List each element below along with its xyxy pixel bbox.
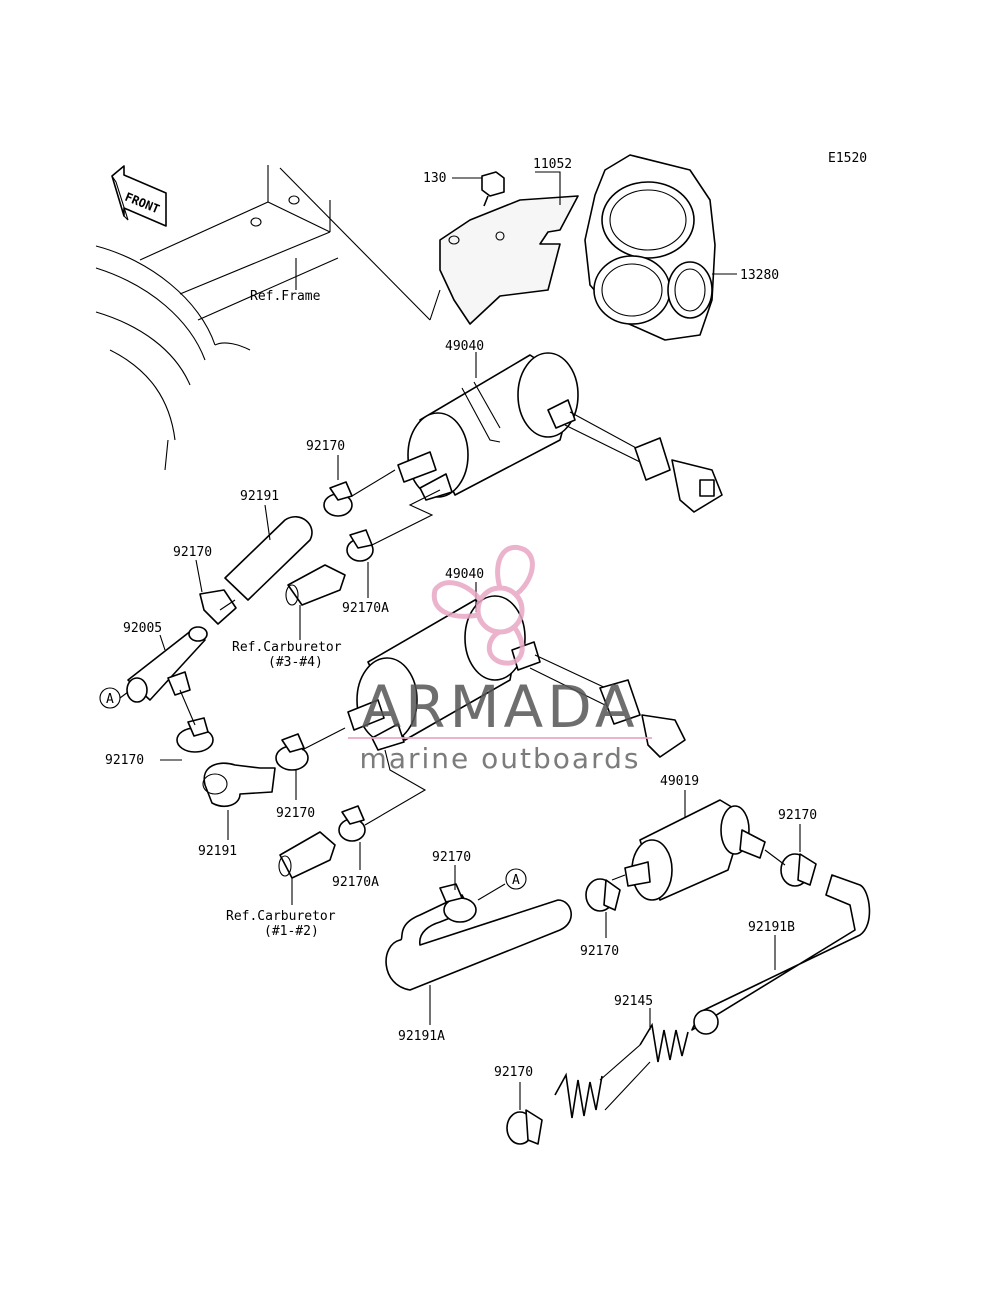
label-hose-lower: 92191 — [198, 844, 237, 859]
clamp-92170-1: 92170 — [306, 439, 353, 517]
carburetor-ref-34: Ref.Carburetor (#3-#4) — [232, 564, 346, 670]
label-hose-b: 92191B — [748, 920, 795, 935]
ref-carb-12-line2: (#1-#2) — [264, 924, 319, 939]
joint-92005: 92005 A — [99, 621, 208, 709]
label-bolt: 130 — [423, 171, 446, 186]
clamp-92170-7: 92170 — [778, 808, 817, 887]
clamp-92170-3: 92170 — [105, 717, 214, 768]
clamp-92170-4: 92170 — [275, 733, 315, 821]
clamp-92170-6: 92170 — [580, 878, 621, 959]
hose-92191B: 92191B — [691, 874, 871, 1035]
frame-ref: Ref.Frame — [95, 165, 441, 471]
bracket-11052: 11052 — [439, 157, 579, 325]
ref-carb-12-line1: Ref.Carburetor — [226, 909, 336, 924]
label-hose-a: 92191A — [398, 1029, 445, 1044]
label-clamp-a-2: 92170A — [332, 875, 379, 890]
connector-lines — [179, 469, 786, 881]
label-joint: 92005 — [123, 621, 162, 636]
callout-a-right: A — [512, 873, 520, 888]
watermark: ARMADA marine outboards — [348, 545, 652, 775]
label-holder: 13280 — [740, 268, 779, 283]
propeller-logo-icon — [431, 545, 535, 666]
label-bracket: 11052 — [533, 157, 572, 172]
hose-92191-upper: 92191 — [224, 489, 313, 601]
label-clamp-6: 92170 — [580, 944, 619, 959]
label-clamp-7: 92170 — [778, 808, 817, 823]
label-filter: 49019 — [660, 774, 699, 789]
hose-92191-lower: 92191 — [198, 762, 276, 859]
watermark-title: ARMADA — [361, 673, 638, 741]
clamp-92170-8: 92170 — [494, 1065, 543, 1145]
carburetor-ref-12: Ref.Carburetor (#1-#2) — [226, 831, 336, 939]
pump-holder-13280: 13280 — [584, 154, 779, 341]
clamp-92170A-2: 92170A — [332, 805, 379, 890]
label-clamp-a-1: 92170A — [342, 601, 389, 616]
callout-a-left: A — [106, 692, 114, 707]
ref-carb-34-line1: Ref.Carburetor — [232, 640, 342, 655]
label-pump-mid: 49040 — [445, 567, 484, 582]
label-clamp-2: 92170 — [173, 545, 212, 560]
label-hose-upper: 92191 — [240, 489, 279, 504]
clamp-92170-5: 92170 A — [432, 850, 527, 923]
fuel-pump-49040-top: 49040 — [397, 339, 723, 513]
diagram-code: E1520 — [828, 151, 867, 166]
hose-92191A: 92191A — [385, 894, 572, 1044]
spring-92145: 92145 — [554, 994, 689, 1119]
label-clamp-8: 92170 — [494, 1065, 533, 1080]
bolt-130: 130 — [423, 171, 505, 207]
label-clamp-5: 92170 — [432, 850, 471, 865]
label-pump-top: 49040 — [445, 339, 484, 354]
clamps: 92170 92170A 92170 92170 92170 — [105, 439, 817, 1145]
ref-carb-34-line2: (#3-#4) — [268, 655, 323, 670]
front-arrow-icon: FRONT — [111, 165, 167, 227]
watermark-subtitle: marine outboards — [360, 742, 641, 775]
fuel-filter-49019: 49019 — [624, 774, 766, 901]
clamp-92170-2: 92170 — [173, 545, 237, 625]
clamp-92170A-1: 92170A — [342, 529, 389, 616]
label-clamp-4: 92170 — [276, 806, 315, 821]
label-spring: 92145 — [614, 994, 653, 1009]
label-clamp-3: 92170 — [105, 753, 144, 768]
label-clamp-1: 92170 — [306, 439, 345, 454]
ref-frame-label: Ref.Frame — [250, 289, 321, 304]
